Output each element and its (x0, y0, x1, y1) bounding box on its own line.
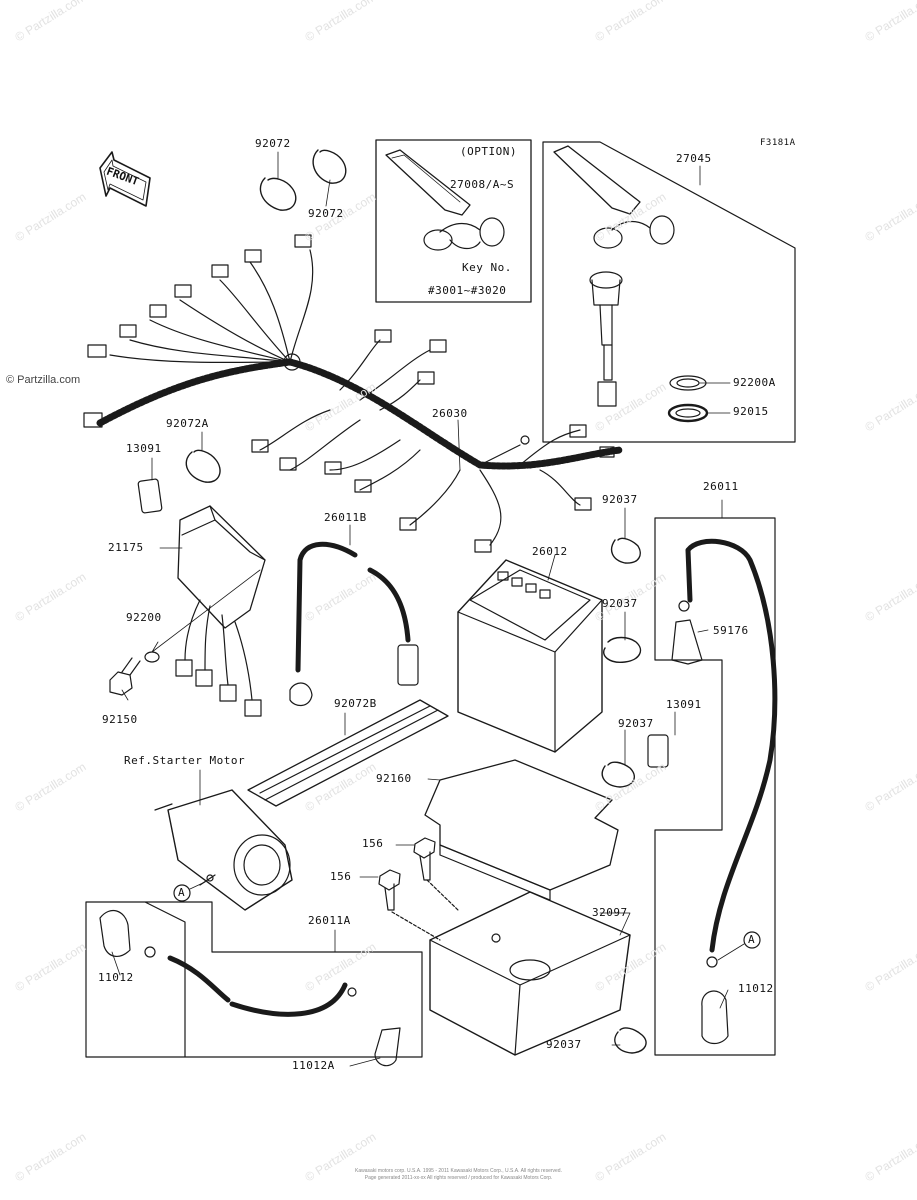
part-label: 11012 (738, 982, 774, 995)
part-label: 11012A (292, 1059, 335, 1072)
key-range: #3001~#3020 (428, 284, 507, 297)
cable-26011 (678, 538, 778, 968)
cap-11012-left (99, 909, 131, 957)
part-label: 92150 (102, 713, 138, 726)
clamp-92037-a (610, 537, 641, 564)
footer-line: Page generated 2011-xx-xx All rights res… (364, 1175, 553, 1181)
part-label: 26011 (703, 480, 739, 493)
cable-26011B (289, 541, 419, 706)
marker-a-right (743, 931, 761, 949)
part-label: 59176 (713, 624, 749, 637)
part-label: 92072B (334, 697, 377, 710)
part-label: 156 (362, 837, 384, 850)
cable-26011A (144, 946, 357, 1017)
cdi-unit-21175 (175, 505, 266, 717)
part-label: 21175 (108, 541, 144, 554)
footer-line: Kawasaki motors corp. U.S.A. 1995 - 2011… (355, 1168, 562, 1174)
clamp-92072-upper (259, 177, 297, 211)
part-27008: 27008/A~S (450, 178, 515, 191)
marker-a-left (173, 884, 191, 902)
part-label: 26011B (324, 511, 367, 524)
cable-box-26011A (85, 901, 423, 1058)
part-label: 26030 (432, 407, 468, 420)
part-label: 92037 (618, 717, 654, 730)
ignition-key-switch (553, 145, 675, 407)
part-label: 92072A (166, 417, 209, 430)
terminal-11012A (374, 1027, 401, 1067)
option-box (375, 139, 532, 303)
part-label: 92037 (546, 1038, 582, 1051)
part-label: 92072 (255, 137, 291, 150)
clamp-92037-d (614, 1027, 647, 1054)
battery-case-32097 (429, 891, 631, 1056)
marker-a-text: A (748, 933, 756, 946)
diagram-code: F3181A (760, 138, 796, 148)
bolt-92150 (109, 657, 141, 696)
copyright-text: © Partzilla.com (6, 374, 81, 386)
part-label: 13091 (666, 698, 702, 711)
part-label: 13091 (126, 442, 162, 455)
clamp-92037-b (603, 636, 642, 663)
cable-box-26011 (654, 517, 776, 1056)
pad-13091-b (647, 734, 669, 768)
collar-92200 (144, 651, 160, 663)
part-label: 92200 (126, 611, 162, 624)
part-label: 92160 (376, 772, 412, 785)
starter-motor (154, 789, 293, 911)
part-label: 11012 (98, 971, 134, 984)
wire-harness-26030 (83, 234, 624, 553)
part-label: 26011A (308, 914, 351, 927)
pad-13091 (137, 478, 163, 514)
battery-26012 (457, 559, 603, 753)
bolt-156-b (378, 869, 441, 941)
part-label: 92015 (733, 405, 769, 418)
marker-a-text: A (178, 886, 186, 899)
part-label: 26012 (532, 545, 568, 558)
nut-92015 (667, 403, 709, 423)
strap-92072B (247, 699, 449, 807)
cap-11012-right (701, 990, 729, 1045)
part-label: 92037 (602, 597, 638, 610)
pad-92160 (424, 759, 619, 891)
part-label: 92200A (733, 376, 776, 389)
part-label: 92037 (602, 493, 638, 506)
front-arrow-icon (99, 151, 151, 207)
part-label: 92072 (308, 207, 344, 220)
clamp-92037-c (601, 761, 636, 788)
bolt-156-a (413, 837, 459, 911)
clamp-92072A (185, 449, 221, 483)
part-label: 27045 (676, 152, 712, 165)
boot-59176 (671, 619, 703, 665)
key-label: Key No. (462, 261, 512, 274)
ignition-box (542, 141, 796, 443)
part-label: 32097 (592, 906, 628, 919)
part-label: 156 (330, 870, 352, 883)
option-key-switch (385, 149, 505, 251)
clamp-92072-lower (312, 149, 347, 184)
ref-starter-motor: Ref.Starter Motor (124, 754, 246, 767)
option-title: (OPTION) (460, 145, 517, 158)
